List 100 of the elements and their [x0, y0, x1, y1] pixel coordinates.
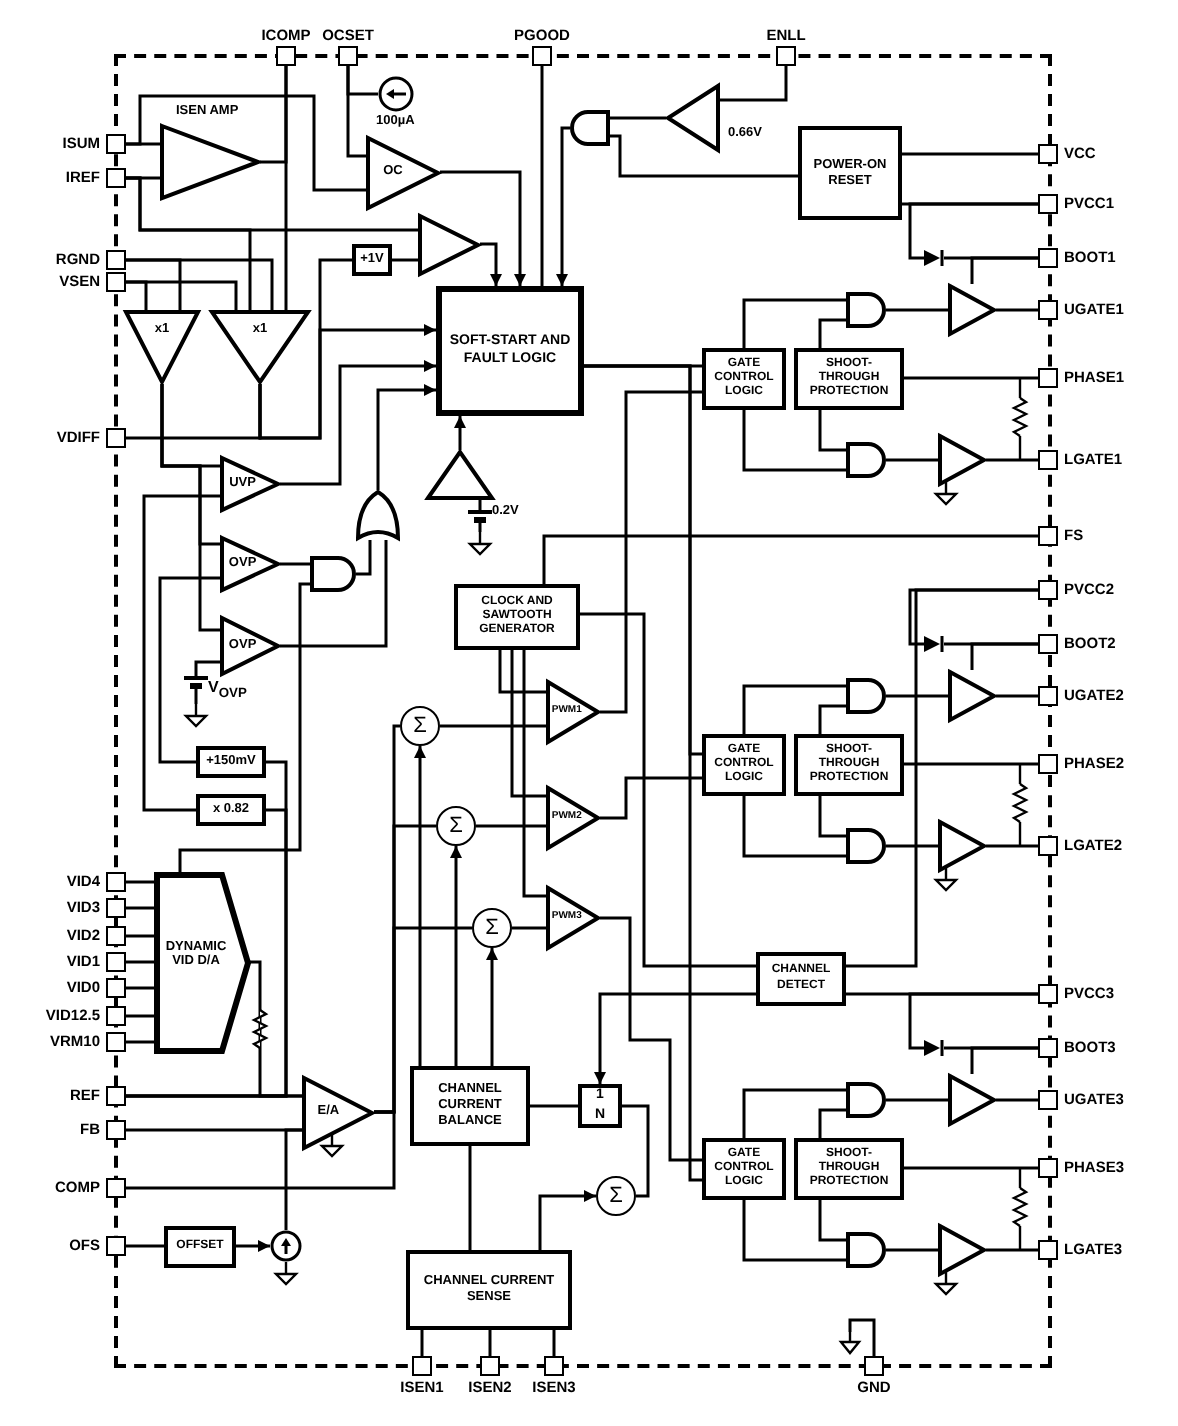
wire: [552, 1330, 556, 1356]
arrow: [454, 416, 466, 450]
wire: [126, 258, 274, 310]
wire: [126, 1014, 154, 1018]
wire: [284, 1128, 302, 1230]
wire: [996, 1098, 1038, 1102]
wire: [908, 992, 1038, 1050]
sigma-symbol: Σ: [485, 917, 499, 939]
wire: [742, 1200, 846, 1262]
wire: [392, 258, 418, 262]
wire: [512, 926, 546, 930]
summing-junction: [472, 908, 512, 948]
wire: [600, 916, 702, 1162]
logic-block: [436, 286, 584, 416]
logic-block: [196, 794, 266, 826]
wire: [126, 934, 154, 938]
wire: [126, 906, 154, 910]
logic-block: [410, 1066, 530, 1146]
wire: [742, 298, 846, 348]
arrow: [594, 992, 756, 1084]
wire: [584, 364, 702, 1182]
wire: [126, 1110, 396, 1190]
wire: [986, 1248, 1038, 1252]
wire: [522, 650, 546, 898]
wire: [126, 986, 154, 990]
logic-block: [702, 1138, 786, 1200]
wire: [126, 960, 154, 964]
wire: [886, 1098, 948, 1102]
wire: [540, 66, 544, 286]
wire: [600, 776, 702, 820]
logic-block: [196, 746, 266, 778]
wire: [886, 1248, 938, 1252]
wire: [886, 694, 948, 698]
wire: [996, 308, 1038, 312]
wire: [742, 684, 846, 734]
arrow: [538, 1190, 596, 1250]
wire: [886, 458, 938, 462]
logic-block: [794, 348, 904, 410]
voltage-label: V$_{OVP}$: [208, 680, 247, 703]
wire: [374, 926, 472, 1114]
wire: [178, 582, 310, 872]
wire: [720, 66, 788, 102]
logic-block: [702, 348, 786, 410]
wire: [158, 576, 220, 764]
arrow: [280, 360, 436, 486]
wire: [904, 1166, 1038, 1170]
wire: [944, 256, 1038, 260]
wire: [356, 540, 372, 576]
wire: [468, 1146, 472, 1250]
logic-block: [352, 244, 392, 276]
wire: [818, 318, 846, 348]
wire: [510, 650, 546, 798]
wire: [986, 458, 1038, 462]
arrow: [486, 948, 498, 1066]
wire: [904, 762, 1038, 766]
arrow: [480, 242, 502, 286]
sigma-symbol: Σ: [413, 715, 427, 737]
logic-block: [756, 952, 846, 1006]
arrow: [450, 846, 462, 1066]
arrow: [414, 746, 426, 1066]
sigma-symbol: Σ: [449, 815, 463, 837]
summing-junction: [436, 806, 476, 846]
wire: [944, 642, 1038, 646]
wire: [346, 66, 378, 96]
wire: [742, 1088, 846, 1138]
wire: [610, 134, 798, 178]
wire: [996, 694, 1038, 698]
wire: [908, 588, 1038, 646]
wire: [126, 880, 154, 884]
wire: [530, 1104, 578, 1108]
arrow: [236, 1240, 270, 1252]
wire: [904, 376, 1038, 380]
wire: [848, 1318, 876, 1356]
wire: [542, 534, 1038, 584]
wire: [908, 202, 1038, 260]
wire: [476, 824, 546, 828]
wire: [818, 704, 846, 734]
wire: [622, 1104, 650, 1198]
wire: [160, 384, 220, 632]
wire: [742, 410, 846, 472]
logic-block: [794, 1138, 904, 1200]
wire: [944, 1046, 1038, 1050]
wire: [742, 796, 846, 858]
wire: [902, 152, 1038, 156]
divider-block: [578, 1084, 622, 1128]
arrow: [258, 324, 436, 440]
wire: [284, 66, 288, 310]
wire: [498, 650, 546, 694]
wire: [126, 1244, 164, 1248]
wire: [886, 844, 938, 848]
summing-junction: [596, 1176, 636, 1216]
logic-block: [798, 126, 902, 220]
wire: [818, 410, 846, 452]
wire: [440, 724, 546, 728]
wire: [126, 1040, 154, 1044]
wire: [126, 280, 238, 310]
wire: [420, 1330, 424, 1356]
arrow: [440, 170, 526, 286]
logic-block: [794, 734, 904, 796]
wire: [280, 562, 310, 566]
